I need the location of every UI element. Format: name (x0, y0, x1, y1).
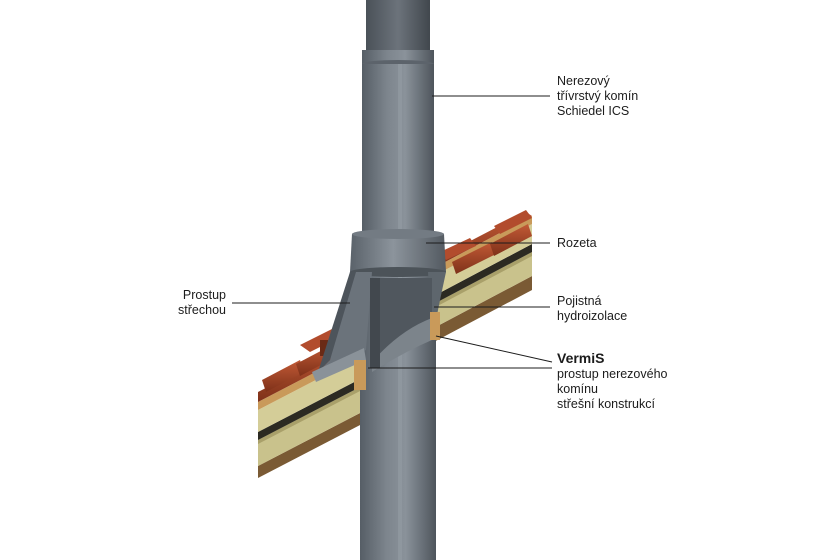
label-roof-passage-line1: Prostup (182, 288, 226, 302)
leader-vermis-top (435, 335, 553, 363)
chimney-pipe (360, 0, 436, 560)
label-rosette-line1: Rozeta (557, 236, 597, 250)
roof-right (430, 210, 532, 344)
label-vermis-title: VermiS (557, 350, 605, 366)
label-vermis-line2: komínu (557, 382, 598, 396)
label-roof-passage-line2: střechou (178, 303, 226, 317)
label-vermis: VermiS prostup nerezového komínu střešní… (557, 350, 668, 412)
label-chimney: Nerezový třívrstvý komín Schiedel ICS (557, 74, 638, 119)
label-vermis-line1: prostup nerezového (557, 367, 668, 381)
label-chimney-line3: Schiedel ICS (557, 104, 630, 118)
label-chimney-line1: Nerezový (557, 74, 610, 88)
roof-passage-collar (312, 272, 446, 390)
label-membrane: Pojistná hydroizolace (557, 294, 627, 324)
label-membrane-line1: Pojistná (557, 294, 602, 308)
label-rosette: Rozeta (557, 236, 597, 251)
label-roof-passage: Prostup střechou (168, 288, 226, 318)
leader-lines (232, 95, 553, 369)
label-membrane-line2: hydroizolace (557, 309, 628, 323)
rosette (350, 229, 446, 277)
label-chimney-line2: třívrstvý komín (557, 89, 639, 103)
label-vermis-line3: střešní konstrukcí (557, 397, 655, 411)
